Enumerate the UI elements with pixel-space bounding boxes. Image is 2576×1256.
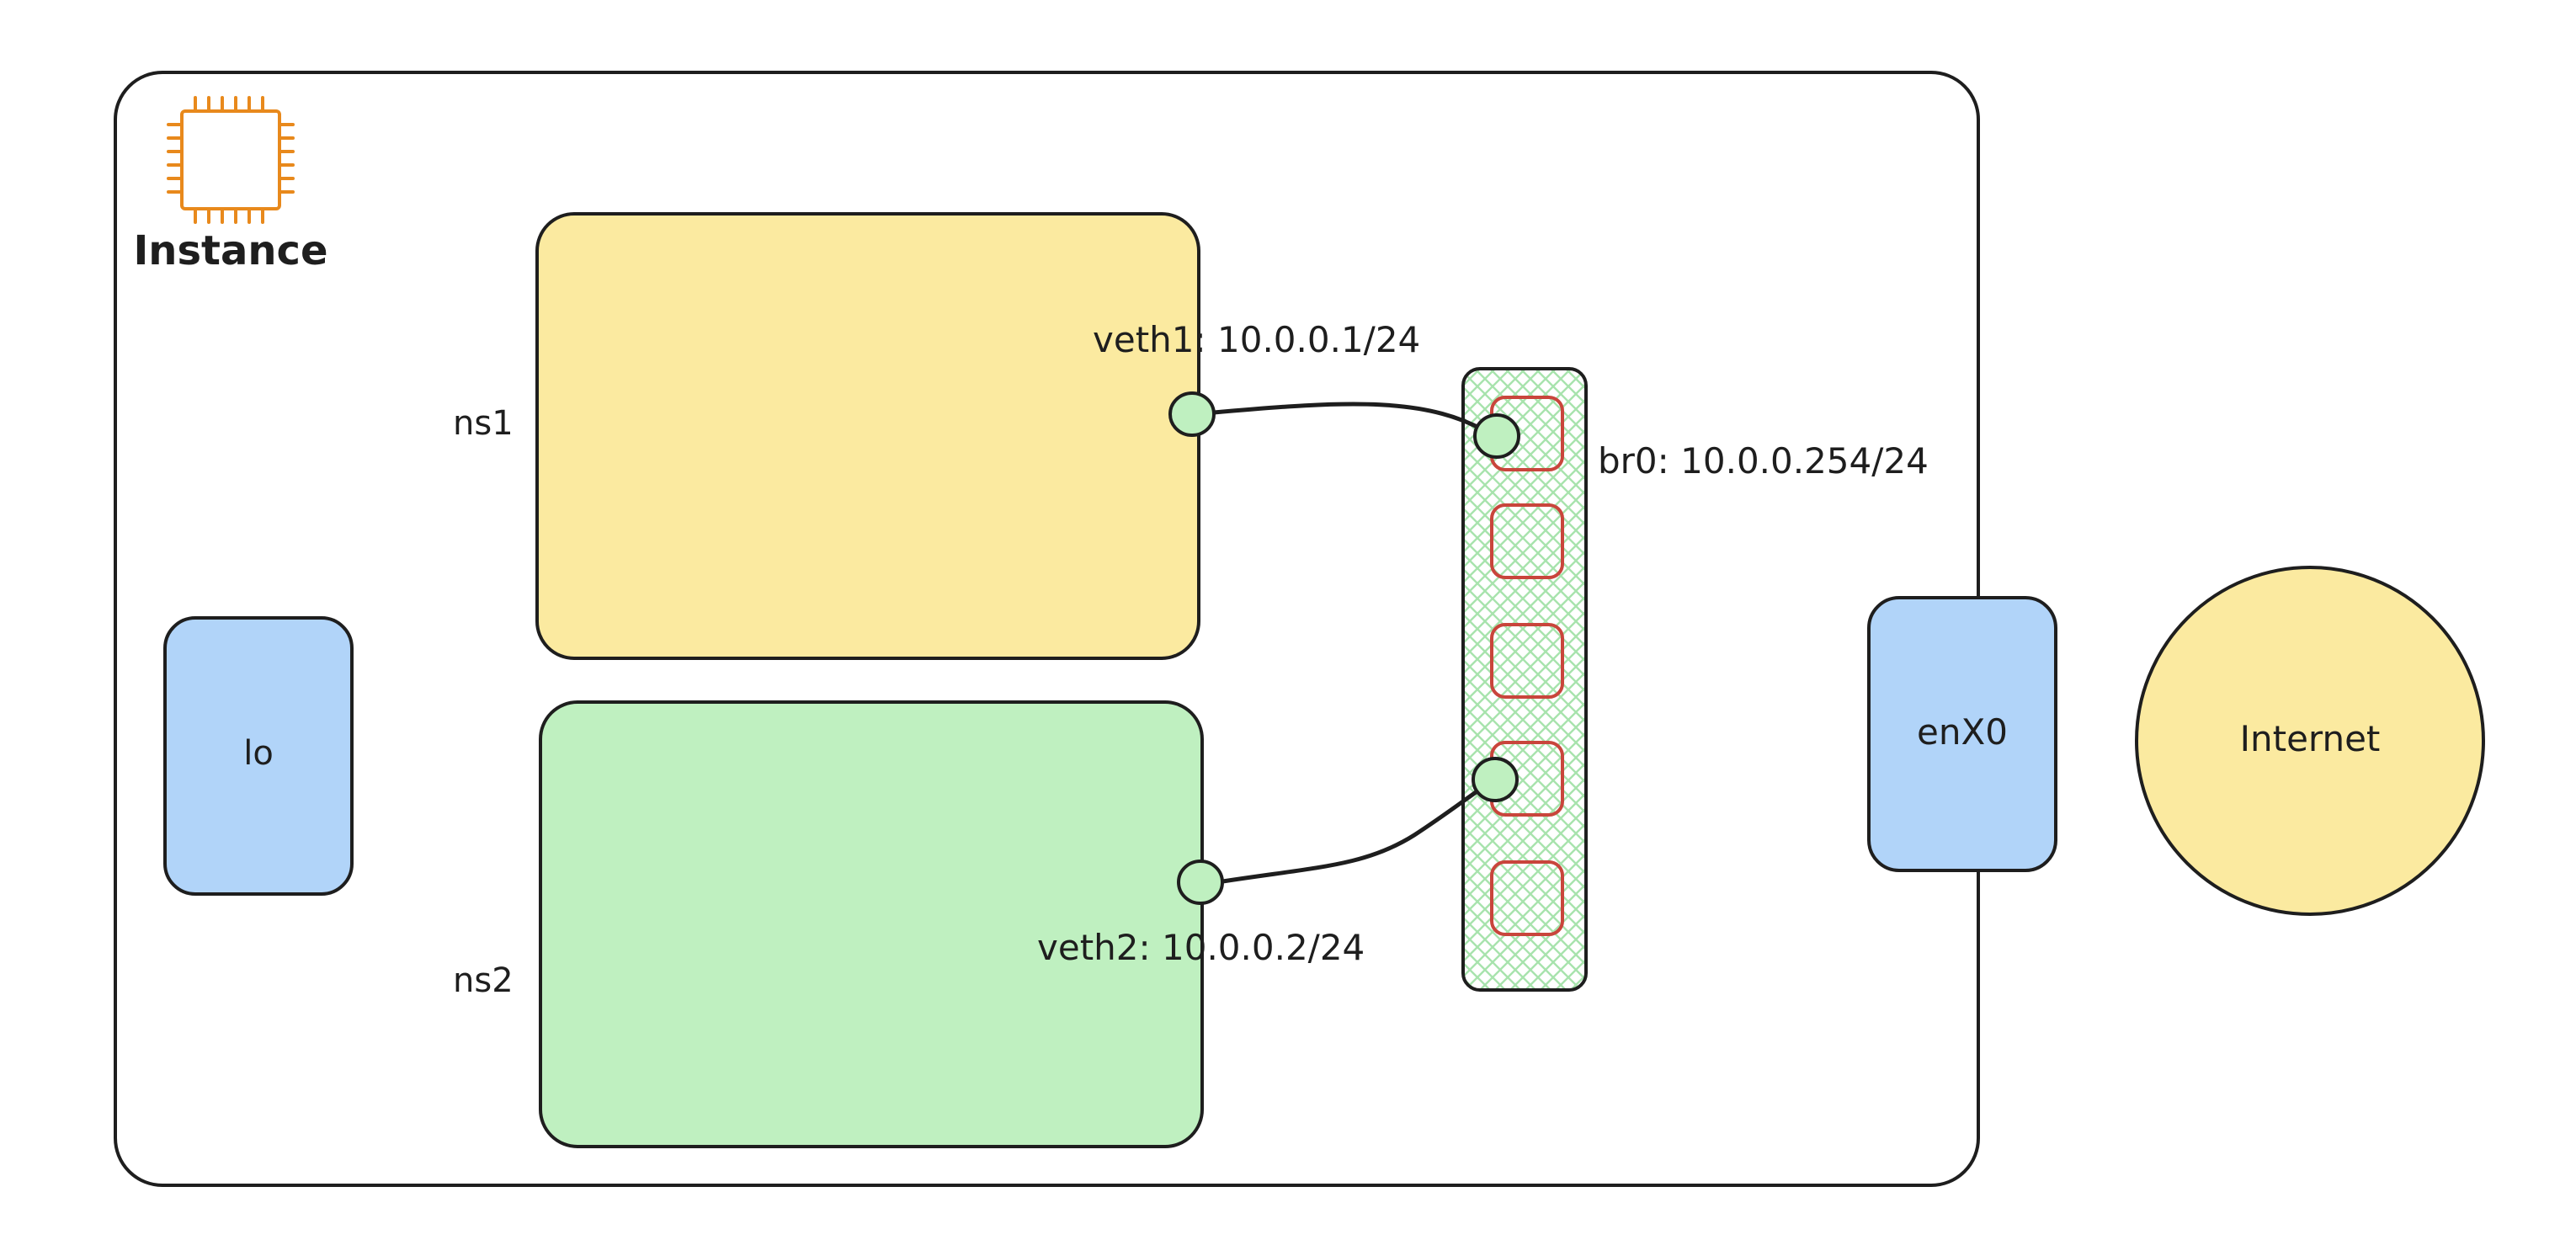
- namespace-ns1[interactable]: [535, 212, 1200, 660]
- bridge-br0[interactable]: [1461, 367, 1588, 992]
- bridge-label: br0: 10.0.0.254/24: [1598, 440, 1929, 482]
- external-interface-label: enX0: [1917, 711, 2008, 753]
- external-interface-enx0[interactable]: [1867, 596, 2057, 872]
- veth1-label: veth1: 10.0.0.1/24: [1093, 319, 1420, 360]
- internet-cloud[interactable]: [2135, 566, 2485, 916]
- namespace-ns2-label: ns2: [453, 961, 514, 1000]
- instance-label: Instance: [133, 227, 327, 274]
- veth1-link: [1211, 402, 1496, 439]
- namespace-ns1-label: ns1: [453, 404, 514, 443]
- bridge-port-3: [1490, 623, 1564, 699]
- loopback-label: lo: [243, 734, 274, 773]
- internet-label: Internet: [2240, 718, 2381, 759]
- veth2-bridge-endpoint[interactable]: [1472, 757, 1519, 802]
- ec2-instance-chip-icon: [167, 96, 295, 224]
- bridge-ports: [1490, 396, 1564, 936]
- veth1-bridge-endpoint[interactable]: [1473, 413, 1520, 459]
- veth1-endpoint[interactable]: [1168, 391, 1216, 437]
- namespace-ns2[interactable]: [539, 700, 1204, 1148]
- veth2-link: [1215, 779, 1494, 885]
- veth2-label: veth2: 10.0.0.2/24: [1037, 927, 1365, 968]
- loopback-interface[interactable]: [163, 616, 354, 896]
- bridge-port-2: [1490, 503, 1564, 579]
- veth2-endpoint[interactable]: [1177, 860, 1224, 905]
- bridge-port-5: [1490, 860, 1564, 936]
